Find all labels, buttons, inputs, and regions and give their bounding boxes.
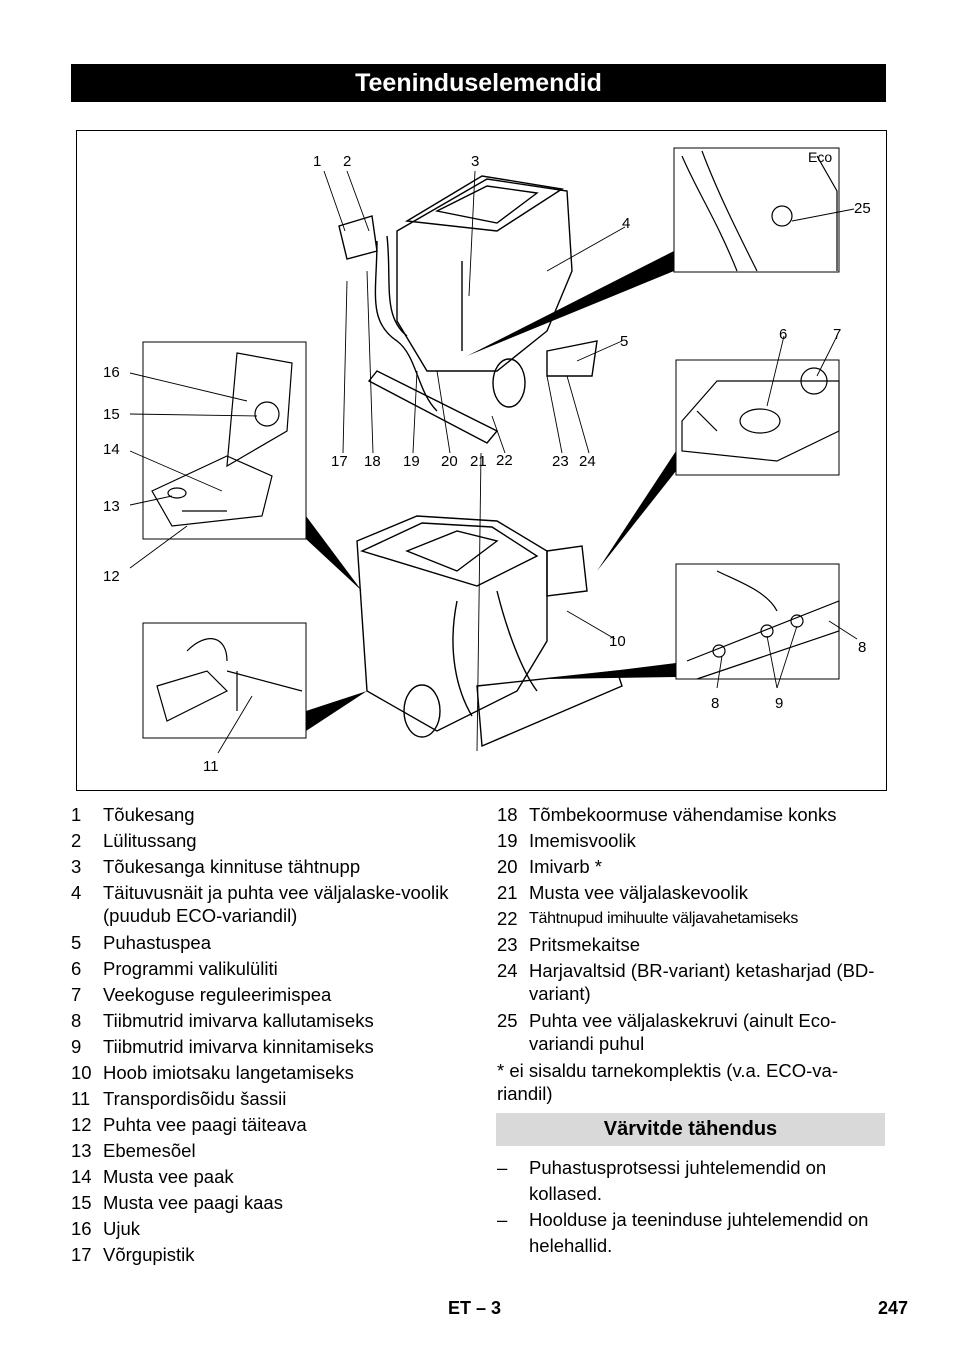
- footnote: * ei sisaldu tarnekomplektis (v.a. ECO-v…: [497, 1060, 838, 1104]
- callout-10: 10: [609, 633, 626, 650]
- list-item: –Hoolduse ja teeninduse juhtelemendid on…: [497, 1209, 869, 1256]
- page-title: Teeninduselemendid: [71, 64, 886, 102]
- callout-7: 7: [833, 326, 841, 343]
- callout-17: 17: [331, 453, 348, 470]
- eco-label: Eco: [808, 149, 832, 165]
- callout-5: 5: [620, 333, 628, 350]
- callout-2: 2: [343, 153, 351, 170]
- inset-dirty-tank: [142, 341, 307, 540]
- callout-8a: 8: [858, 639, 866, 656]
- callout-25: 25: [854, 200, 871, 217]
- callout-21: 21: [470, 453, 487, 470]
- inset-control-panel: [675, 359, 840, 476]
- callout-1: 1: [313, 153, 321, 170]
- callout-3: 3: [471, 153, 479, 170]
- page-number: 247: [878, 1298, 909, 1318]
- color-meaning-list: –Puhastusprotsessi juhtelemendid on koll…: [497, 1155, 887, 1259]
- inset-wing-nuts: [675, 563, 840, 680]
- inset-eco-drain: [673, 147, 840, 273]
- section-heading: Värvitde tähendus: [496, 1113, 885, 1146]
- callout-13: 13: [103, 498, 120, 515]
- callout-8b: 8: [711, 695, 719, 712]
- callout-19: 19: [403, 453, 420, 470]
- callout-22: 22: [496, 452, 513, 469]
- callout-24: 24: [579, 453, 596, 470]
- machine-diagram: 1 2 3 4 5 6 7 8 8 9 10 11 12 13 14 15 16…: [76, 130, 887, 791]
- callout-23: 23: [552, 453, 569, 470]
- callout-14: 14: [103, 441, 120, 458]
- callout-12: 12: [103, 568, 120, 585]
- diagram-svg: 1 2 3 4 5 6 7 8 8 9 10 11 12 13 14 15 16…: [103, 147, 871, 775]
- callout-18: 18: [364, 453, 381, 470]
- callout-16: 16: [103, 364, 120, 381]
- callout-15: 15: [103, 406, 120, 423]
- callout-9: 9: [775, 695, 783, 712]
- callout-4: 4: [622, 215, 630, 232]
- list-item: –Puhastusprotsessi juhtelemendid on koll…: [497, 1157, 827, 1204]
- inset-chassis: [142, 622, 307, 739]
- callout-6: 6: [779, 326, 787, 343]
- callout-11: 11: [203, 758, 219, 775]
- callout-20: 20: [441, 453, 458, 470]
- language-page-code: ET – 3: [448, 1298, 502, 1318]
